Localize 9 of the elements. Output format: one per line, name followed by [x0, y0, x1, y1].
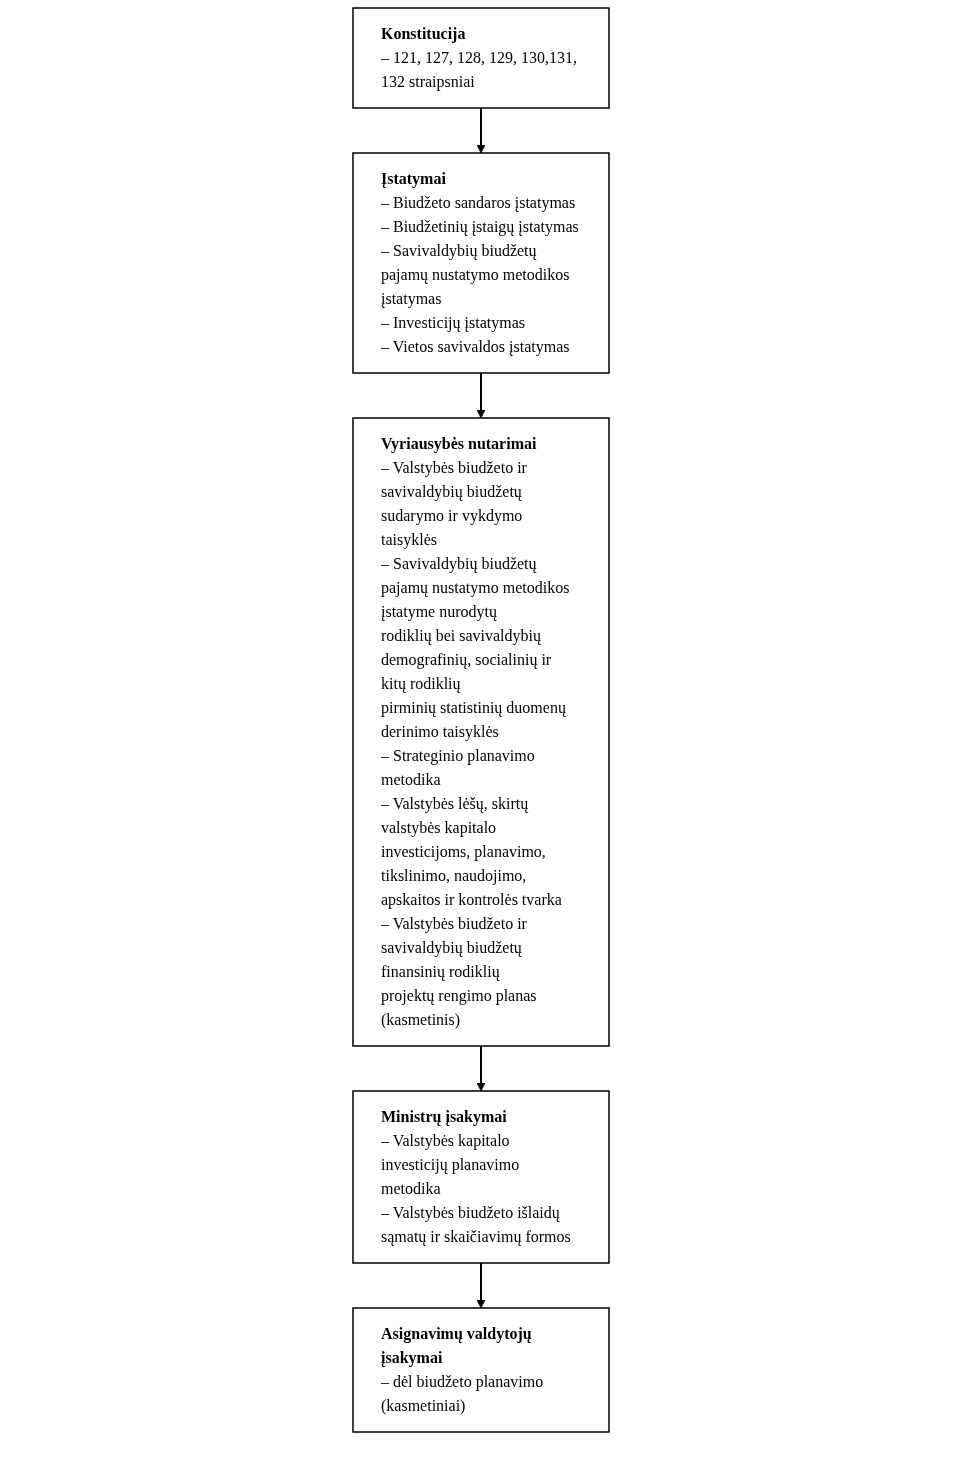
node-box: Ministrų įsakymai – Valstybės kapitalo investicijų planavimo metodika – Valstybės biudžeto išlaidų sąmatų ir skaičiavimų formos [351, 1090, 610, 1264]
node-box: Įstatymai – Biudžeto sandaros įstatymas – Biudžetinių įstaigų įstatymas – Savivaldybių biudžetų pajamų nustatymo metodikos įstatymas – Investicijų įstatymas – Vietos savivaldos įstatymas [351, 152, 610, 374]
arrow [476, 107, 485, 154]
node-box: Asignavimų valdytojų įsakymai – dėl biudžeto planavimo (kasmetiniai) [351, 1307, 610, 1433]
arrow [476, 1262, 485, 1309]
arrow [476, 372, 485, 419]
node-box: Vyriausybės nutarimai – Valstybės biudžeto ir savivaldybių biudžetų sudarymo ir vykdymo taisyklės – Savivaldybių biudžetų pajamų nustatymo metodikos įstatyme nurodytų rodiklių bei savivaldybių demografinių, socialinių ir kitų rodiklių pirminių statistinių duomenų derinimo taisyklės – Strateginio planavimo metodika – Valstybės lėšų, skirtų valstybės kapitalo investicijoms, planavimo, tikslinimo, naudojimo, apskaitos ir kontrolės tvarka – Valstybės biudžeto ir savivaldybių biudžetų finansinių rodiklių projektų rengimo planas (kasmetinis) [351, 417, 610, 1047]
node-box: Konstitucija – 121, 127, 128, 129, 130,131, 132 straipsniai [351, 7, 610, 109]
arrow [476, 1045, 485, 1092]
